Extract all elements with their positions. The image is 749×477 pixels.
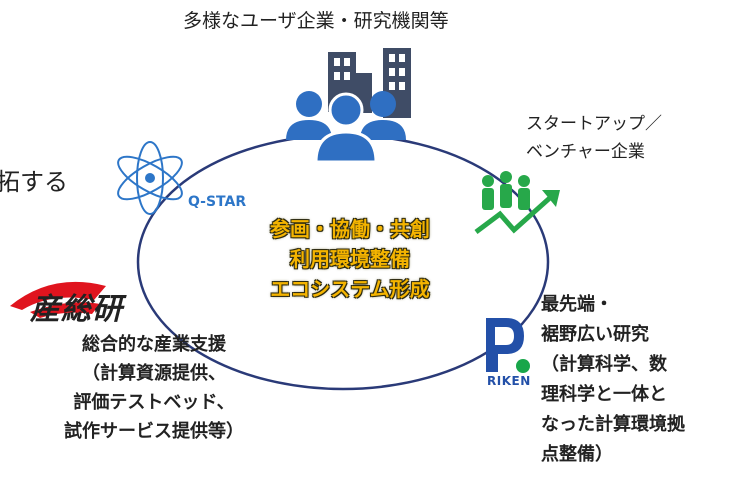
users-icon <box>286 91 406 164</box>
riken-desc-line: 裾野広い研究 <box>541 324 649 345</box>
aist-logo-icon <box>10 281 106 318</box>
aist-label: 産総研 <box>30 292 123 327</box>
aist-desc-line: （計算資源提供、 <box>82 363 226 384</box>
startup-growth-icon <box>474 171 560 234</box>
startup-label-line: スタートアップ／ <box>526 114 662 134</box>
aist-desc-line: 試作サービス提供等） <box>64 421 244 442</box>
riken-desc-line: 理科学と一体と <box>541 384 667 405</box>
center-line: 利用環境整備 <box>290 247 410 271</box>
riken-label: RIKEN <box>487 374 531 388</box>
top-label: 多様なユーザ企業・研究機関等 <box>183 10 449 32</box>
riken-description: 最先端・ 裾野広い研究 （計算科学、数 理科学と一体と なった計算環境拠 点整備… <box>541 290 685 470</box>
aist-description: 総合的な産業支援 （計算資源提供、 評価テストベッド、 試作サービス提供等） <box>38 330 270 446</box>
riken-desc-line: 最先端・ <box>541 294 613 315</box>
startup-label: スタートアップ／ ベンチャー企業 <box>526 110 662 166</box>
aist-desc-line: 評価テストベッド、 <box>73 392 235 413</box>
qstar-label: Q-STAR <box>188 194 247 210</box>
qstar-atom-icon <box>117 141 183 215</box>
center-line: 参画・協働・共創 <box>270 217 430 241</box>
riken-desc-line: （計算科学、数 <box>541 354 667 375</box>
riken-desc-line: なった計算環境拠 <box>541 414 685 435</box>
clipped-text: 拓する <box>0 168 68 196</box>
riken-desc-line: 点整備） <box>541 444 613 465</box>
aist-desc-line: 総合的な産業支援 <box>82 334 226 355</box>
ecosystem-center-text: 参画・協働・共創 利用環境整備 エコシステム形成 <box>240 214 460 304</box>
startup-label-line: ベンチャー企業 <box>526 142 645 162</box>
center-line: エコシステム形成 <box>270 277 430 301</box>
riken-logo-icon <box>486 318 530 373</box>
